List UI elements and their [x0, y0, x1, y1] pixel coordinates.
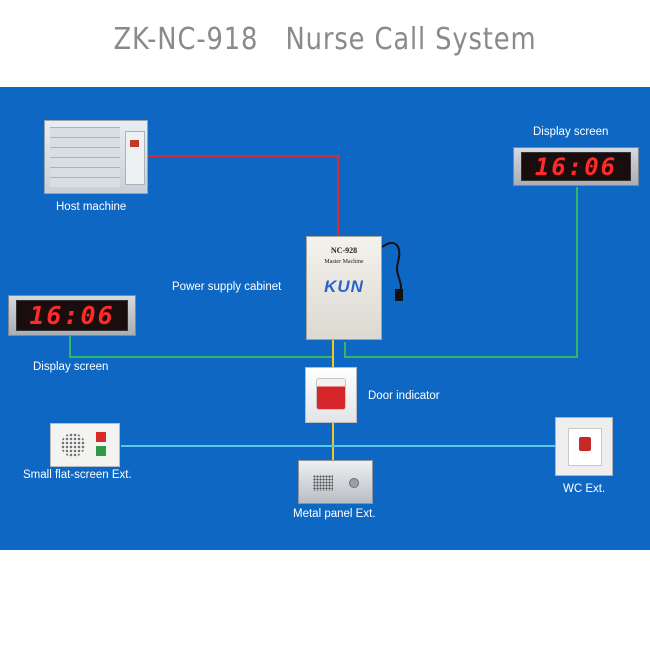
display-screen-left: 16:06 — [8, 295, 136, 336]
door-indicator-lamp — [316, 378, 346, 410]
host-machine — [44, 120, 148, 194]
small-flat-screen-ext-label: Small flat-screen Ext. — [23, 469, 132, 481]
call-button — [96, 432, 106, 442]
host-indicator-light — [130, 140, 139, 147]
clock-face: 16:06 — [521, 152, 631, 181]
power-supply-cabinet: NC-928 Master Machine KUN — [306, 236, 382, 340]
host-link-wire — [148, 155, 339, 237]
cancel-button — [96, 446, 106, 456]
clock-face: 16:06 — [16, 300, 128, 331]
display-time-right: 16:06 — [534, 152, 618, 181]
cabinet-subtitle: Master Machine — [324, 259, 364, 265]
host-machine-label: Host machine — [56, 201, 127, 213]
cabinet-model: NC-928 — [330, 246, 358, 255]
display-screen-right: 16:06 — [513, 147, 639, 186]
wiring — [69, 155, 578, 460]
door-indicator-label: Door indicator — [368, 390, 440, 402]
page-title: ZK-NC-918 Nurse Call System — [113, 22, 537, 57]
wc-pull-plate — [568, 428, 602, 466]
metal-panel-ext-label: Metal panel Ext. — [293, 508, 376, 520]
cabinet-logo: KUN — [324, 277, 364, 296]
power-supply-cabinet-label: Power supply cabinet — [172, 281, 282, 293]
call-button — [349, 478, 359, 488]
host-call-grid — [50, 127, 120, 187]
display-screen-right-label: Display screen — [533, 126, 609, 138]
small-flat-screen-ext — [50, 423, 120, 467]
display-time-left: 16:06 — [29, 301, 115, 330]
host-side-panel — [125, 131, 145, 185]
metal-panel-ext — [298, 460, 373, 504]
door-indicator — [305, 367, 357, 423]
display-bus-wire-right — [344, 187, 578, 358]
power-plug — [395, 289, 403, 301]
power-cord — [381, 242, 402, 293]
wc-ext-label: WC Ext. — [563, 483, 606, 495]
speaker-grille — [313, 475, 333, 491]
wc-call-indicator — [579, 437, 591, 451]
display-bus-wire-left — [69, 333, 333, 358]
speaker-grille — [61, 433, 85, 457]
wc-ext — [555, 417, 613, 476]
display-screen-left-label: Display screen — [33, 361, 109, 373]
